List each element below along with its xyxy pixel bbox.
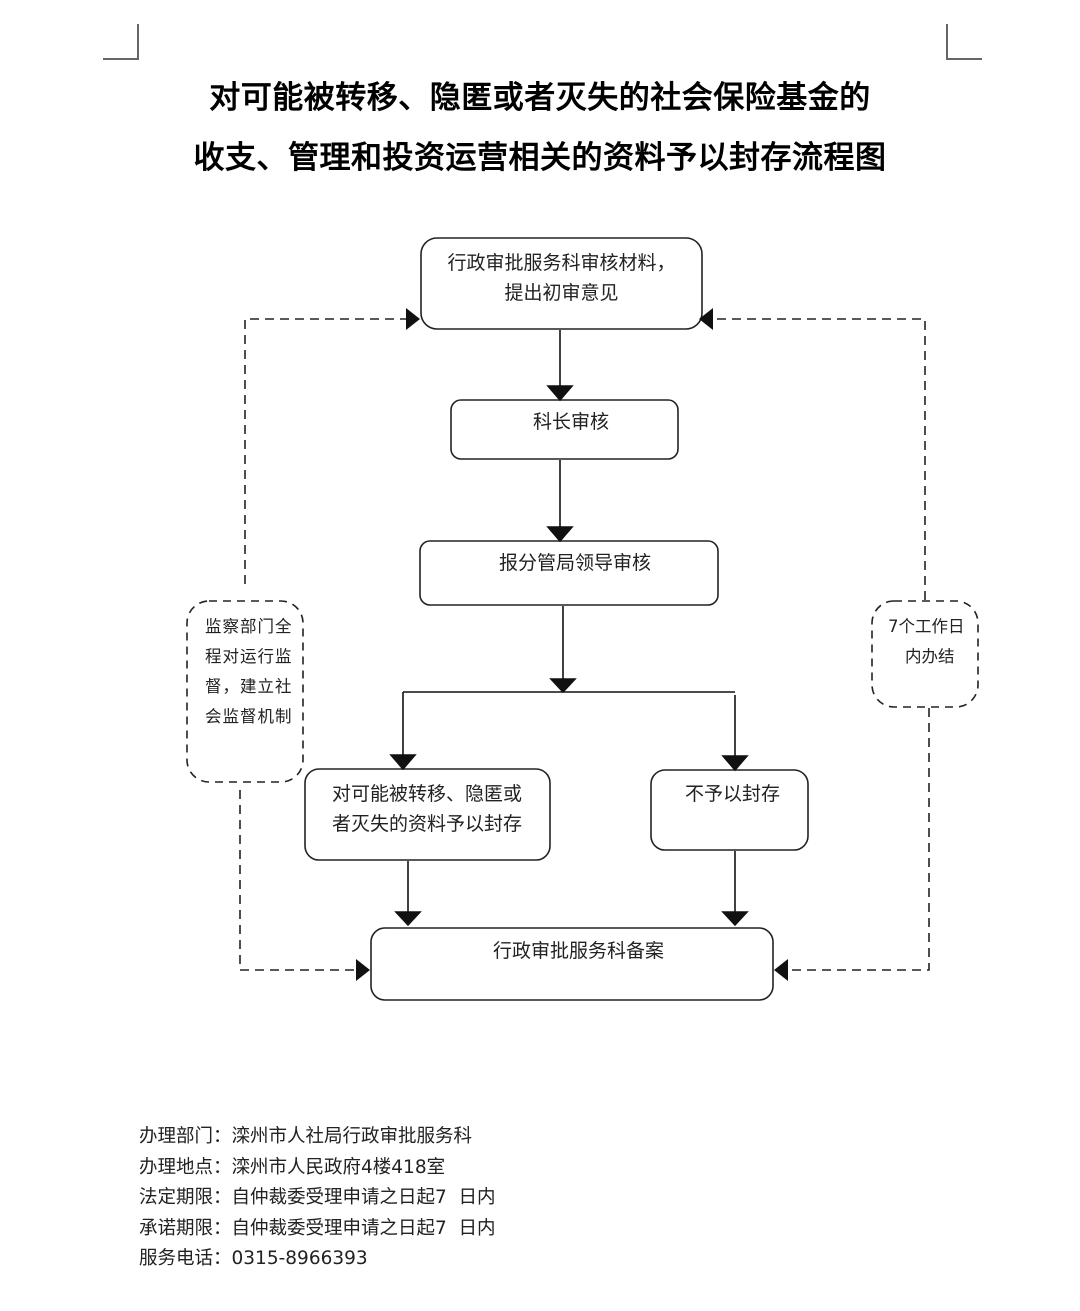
page-title-line-1: 对可能被转移、隐匿或者灭失的社会保险基金的 <box>209 80 871 116</box>
side-note-supervision: 监察部门全 程对运行监 督，建立社 会监督机制 <box>205 612 293 732</box>
service-info-row-department: 办理部门：滦州市人社局行政审批服务科 <box>139 1122 496 1153</box>
service-info-row-location: 办理地点：滦州市人民政府4楼418室 <box>139 1153 496 1184</box>
arrowhead-down <box>394 911 422 927</box>
crop-mark-top-right <box>946 24 982 60</box>
side-note-deadline-box <box>871 600 979 708</box>
node-initial-review-line-2: 提出初审意见 <box>504 282 619 304</box>
node-initial-review: 行政审批服务科审核材料， 提出初审意见 <box>421 248 702 308</box>
side-note-supervision-box <box>186 600 304 783</box>
dashed-line-deadline-to-record <box>788 708 930 971</box>
arrowhead-down <box>549 678 577 694</box>
node-no-seal-box <box>650 769 809 851</box>
info-value: 自仲裁委受理申请之日起7 日内 <box>231 1187 496 1208</box>
side-note-supervision-line: 督，建立社 <box>205 677 293 696</box>
service-info-row-phone: 服务电话：0315-8966393 <box>139 1244 496 1275</box>
node-record: 行政审批服务科备案 <box>492 940 664 962</box>
arrowhead-left <box>699 308 713 330</box>
node-section-chief-review: 科长审核 <box>532 411 609 433</box>
node-section-chief-review-box <box>450 399 679 460</box>
info-value: 滦州市人民政府4楼418室 <box>231 1156 446 1178</box>
info-label: 承诺期限： <box>139 1217 232 1239</box>
arrowhead-down <box>546 526 574 543</box>
arrowhead-left <box>774 959 788 981</box>
info-value: 滦州市人社局行政审批服务科 <box>231 1126 473 1147</box>
dashed-line-deadline-to-initial <box>712 318 926 600</box>
node-record-box <box>370 927 774 1001</box>
arrowhead-right <box>406 308 420 330</box>
node-initial-review-box <box>420 237 703 330</box>
service-info-row-legal-deadline: 法定期限：自仲裁委受理申请之日起7 日内 <box>139 1183 496 1214</box>
arrowhead-down <box>721 755 749 772</box>
side-note-deadline: 7个工作日 内办结 <box>888 612 965 672</box>
dashed-line-supervision-to-record <box>239 790 356 971</box>
info-label: 办理地点： <box>139 1156 232 1178</box>
node-initial-review-line-1: 行政审批服务科审核材料， <box>447 252 676 274</box>
node-leader-review: 报分管局领导审核 <box>498 552 651 574</box>
node-seal: 对可能被转移、隐匿或 者灭失的资料予以封存 <box>332 779 552 839</box>
info-label: 法定期限： <box>139 1187 232 1208</box>
crop-mark-top-left <box>103 24 139 60</box>
info-label: 办理部门： <box>139 1126 232 1147</box>
dashed-line-supervision-to-initial <box>244 318 406 584</box>
info-value: 0315-8966393 <box>231 1248 368 1269</box>
side-note-supervision-line: 会监督机制 <box>205 707 293 726</box>
side-note-supervision-line: 程对运行监 <box>205 647 293 666</box>
node-no-seal: 不予以封存 <box>685 783 781 805</box>
arrowhead-right <box>356 959 370 981</box>
arrowhead-down <box>389 754 417 771</box>
side-note-deadline-line: 7个工作日 <box>888 617 965 636</box>
side-note-supervision-line: 监察部门全 <box>205 617 293 636</box>
arrowhead-down <box>721 911 749 927</box>
info-label: 服务电话： <box>139 1248 232 1269</box>
node-leader-review-box <box>419 540 719 606</box>
side-note-deadline-line: 内办结 <box>905 647 955 666</box>
service-info-row-promised-deadline: 承诺期限：自仲裁委受理申请之日起7 日内 <box>139 1214 496 1245</box>
node-seal-line-1: 对可能被转移、隐匿或 <box>332 783 523 805</box>
info-value: 自仲裁委受理申请之日起7 日内 <box>231 1217 496 1239</box>
node-seal-line-2: 者灭失的资料予以封存 <box>332 813 523 835</box>
arrowhead-down <box>546 385 574 402</box>
service-info: 办理部门：滦州市人社局行政审批服务科 办理地点：滦州市人民政府4楼418室 法定… <box>139 1122 496 1275</box>
page-title-line-2: 收支、管理和投资运营相关的资料予以封存流程图 <box>193 140 887 176</box>
node-seal-box <box>304 768 551 861</box>
